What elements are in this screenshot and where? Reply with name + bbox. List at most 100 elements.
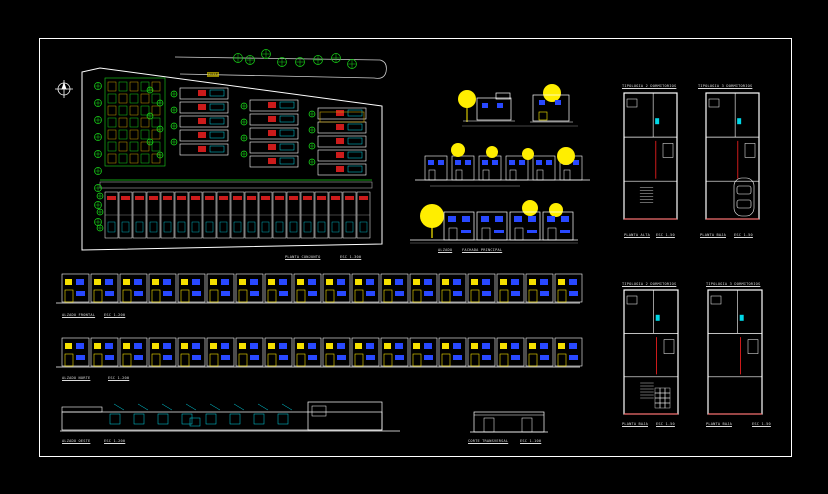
west-opening: [181, 413, 193, 425]
row-unit-room: [163, 221, 172, 233]
long-elev-window: [221, 343, 229, 349]
street-elevation-large: [410, 200, 578, 244]
row-unit-accent: [359, 196, 368, 200]
plan-upper-a-scale: ESC 1-50: [656, 233, 675, 237]
long-elev-door: [528, 289, 538, 303]
long-elev-unit: [438, 273, 467, 303]
cross-section-title: CORTE TRANSVERSAL: [468, 439, 509, 443]
long-elev-door: [325, 289, 335, 303]
long-elev-unit: [380, 337, 409, 367]
garden-cell: [118, 105, 128, 116]
long-elev-unit: [264, 337, 293, 367]
long-elev-window: [529, 279, 536, 285]
elev-window: [560, 230, 570, 233]
elev-window: [561, 216, 569, 222]
long-elev-window: [569, 291, 578, 296]
garden-cell: [107, 153, 117, 164]
plan-upper-a: PLANTA ALTA: [624, 233, 650, 237]
long-elev-window: [540, 279, 548, 285]
long-elev-window: [529, 343, 536, 349]
plan-furniture: [744, 143, 756, 158]
unit-room: [209, 131, 225, 139]
garden-cell: [140, 153, 150, 164]
long-elev-window: [163, 279, 171, 285]
long-elev-window: [453, 355, 462, 360]
plan-furniture: [708, 98, 720, 108]
garden-cell: [151, 117, 161, 128]
garden-cell: [118, 141, 128, 152]
long-elev-window: [181, 279, 188, 285]
elev-window: [465, 160, 471, 165]
housing-unit: [179, 129, 229, 142]
long-elev-unit: [90, 273, 119, 303]
sheet-frame: [39, 38, 792, 457]
long-elev-door: [412, 353, 422, 367]
long-elev-window: [569, 355, 578, 360]
row-unit-room: [135, 221, 144, 233]
west-opening: [189, 417, 201, 427]
tree-crown: [486, 146, 498, 158]
row-unit-room: [261, 221, 270, 233]
unit-accent: [268, 158, 276, 164]
long-elev-window: [453, 279, 461, 285]
long-elev-window: [76, 279, 84, 285]
long-elev-door: [412, 289, 422, 303]
long-elev-unit: [148, 337, 177, 367]
long-elev-window: [482, 343, 490, 349]
west-pipe: [185, 403, 197, 411]
unit-accent: [198, 146, 206, 152]
long-elev-window: [250, 291, 259, 296]
long-elev-window: [453, 343, 461, 349]
unit-accent: [198, 118, 206, 124]
long-elev-window: [123, 279, 130, 285]
garden-cell: [107, 81, 117, 92]
long-elev-window: [424, 343, 432, 349]
garden-cell: [107, 141, 117, 152]
garden-cell: [140, 93, 150, 104]
row-unit-room: [303, 221, 312, 233]
plan-cyan-mark: [739, 314, 744, 321]
long-elev-unit: [206, 273, 235, 303]
long-elev-unit: [351, 337, 380, 367]
long-elev-window: [192, 291, 201, 296]
floor-plans-lower: [623, 289, 763, 415]
housing-unit: [249, 113, 299, 126]
site-plan-title: PLANTA CONJUNTO: [285, 255, 321, 259]
long-elev-unit: [293, 273, 322, 303]
elev-window: [438, 160, 444, 165]
long-elev-door: [122, 353, 132, 367]
long-elev-window: [239, 343, 246, 349]
unit-accent: [268, 130, 276, 136]
long-elev-door: [64, 289, 74, 303]
long-elev-window: [337, 355, 346, 360]
long-elev-door: [209, 289, 219, 303]
long-elev-window: [511, 291, 520, 296]
long-elev-window: [163, 291, 172, 296]
west-opening: [205, 413, 217, 425]
long-elev-window: [337, 279, 345, 285]
long-elev-window: [308, 279, 316, 285]
housing-unit: [249, 155, 299, 168]
row-unit-accent: [317, 196, 326, 200]
west-pipe: [209, 403, 221, 411]
car-icon: [733, 177, 755, 217]
row-unit-accent: [289, 196, 298, 200]
elev-window: [428, 160, 434, 165]
garden-cell: [151, 93, 161, 104]
garden-cell: [129, 93, 139, 104]
plan-cyan-mark: [655, 118, 660, 125]
west-opening: [277, 413, 289, 425]
type-c-title: TIPOLOGIA 2 DORMITORIOS: [622, 282, 677, 286]
long-elev-window: [424, 279, 432, 285]
long-elev-door: [354, 289, 364, 303]
elev-window: [492, 160, 498, 165]
garden-cell: [118, 117, 128, 128]
elevation-west: [60, 401, 400, 432]
garden-cell: [140, 81, 150, 92]
elev-window: [461, 230, 471, 233]
unit-accent: [336, 152, 344, 158]
long-elev-unit: [554, 273, 583, 303]
elev-west-scale: ESC 1-200: [104, 439, 126, 443]
garden-cell: [140, 117, 150, 128]
long-elev-window: [384, 279, 391, 285]
